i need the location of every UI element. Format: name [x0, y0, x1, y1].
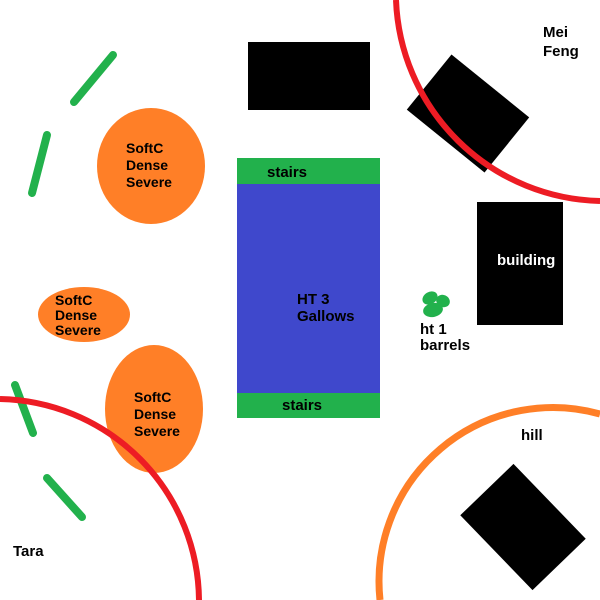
gallows-label: HT 3 Gallows [297, 291, 355, 325]
deploy-arc-bottom-left [0, 396, 202, 600]
scatter-line-left [28, 131, 51, 197]
barrels-cluster [422, 291, 450, 318]
hill-arc [375, 404, 600, 600]
barrel-3 [423, 302, 443, 318]
soft-cover-label-top-left: SoftC Dense Severe [126, 140, 172, 190]
stairs-bottom-label: stairs [282, 397, 323, 414]
building-label: building [497, 252, 556, 269]
building-block-top [248, 42, 370, 110]
soft-cover-patch-top-left [97, 108, 205, 224]
barrel-1 [422, 291, 438, 305]
soft-cover-label-bottom-left: SoftC Dense Severe [134, 389, 180, 439]
player-name-tara: Tara [13, 543, 44, 560]
deploy-arc-top-right [393, 0, 600, 204]
building-block-right [477, 202, 563, 325]
scatter-line-bottom-left-lower [43, 474, 86, 521]
barrels-label: ht 1 barrels [420, 321, 471, 354]
gallows-body-block [237, 184, 380, 393]
scatter-line-top-left [70, 51, 117, 106]
soft-cover-patch-mid-left [38, 287, 130, 342]
hill-label: hill [521, 427, 543, 444]
player-name-mei-feng: Mei Feng [543, 24, 579, 60]
scatter-line-bottom-left-upper [11, 381, 37, 437]
stairs-bottom-block [237, 393, 380, 418]
soft-cover-patch-bottom-left [105, 345, 203, 473]
gallows-platform [237, 158, 380, 418]
stairs-top-block [237, 158, 380, 184]
stairs-top-label: stairs [267, 164, 308, 181]
soft-cover-label-mid-left: SoftC Dense Severe [55, 292, 101, 338]
